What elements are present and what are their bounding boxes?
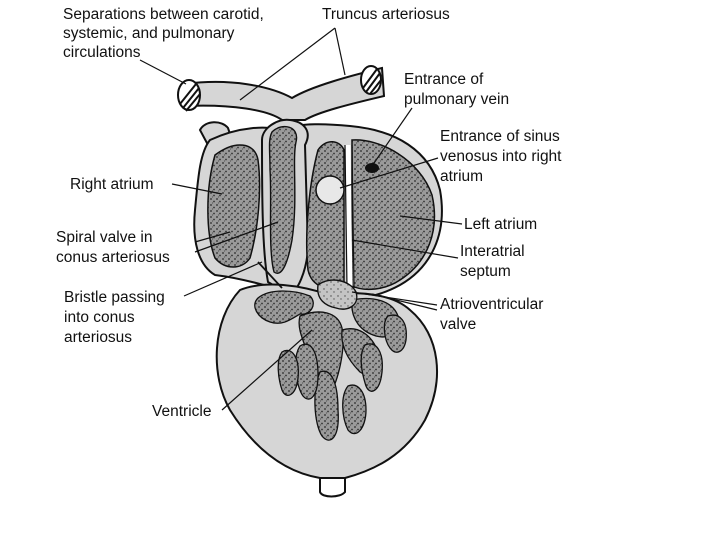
label-pulmonary-vein-line-1: Entrance of (404, 71, 484, 88)
leader-sinus-venosus (339, 157, 439, 189)
ventricle-trabeculae (254, 290, 407, 441)
label-interatrial: Interatrial septum (460, 243, 525, 280)
label-sinus-venosus-line-3: atrium (440, 168, 483, 185)
leader-spiral-valve-2 (194, 221, 279, 253)
label-separations-line-1: Separations between carotid, (63, 6, 264, 23)
label-sinus-venosus-line-2: venosus into right (440, 148, 562, 165)
carotid-cut-right (360, 65, 382, 95)
leader-pulmonary-vein (371, 107, 413, 167)
left-atrium-chamber (351, 139, 436, 291)
av-valve-shape (317, 279, 358, 310)
leader-interatrial (351, 239, 459, 259)
leader-truncus-left (239, 27, 336, 101)
label-spiral-valve-line-1: Spiral valve in (56, 229, 153, 246)
label-sinus-venosus-line-1: Entrance of sinus (440, 128, 560, 145)
label-av-valve-line-2: valve (440, 316, 476, 333)
leader-bristle (183, 261, 263, 297)
label-av-valve: Atrioventricular valve (440, 296, 543, 333)
label-truncus: Truncus arteriosus (322, 6, 450, 23)
leader-lines (139, 27, 463, 411)
leader-truncus-right (334, 27, 346, 76)
truncus-arch (184, 66, 386, 121)
interatrial-septum (345, 144, 353, 289)
leader-right-atrium (171, 183, 223, 195)
right-atrium-chamber (207, 144, 261, 268)
label-sinus-venosus: Entrance of sinus venosus into right atr… (440, 128, 562, 185)
label-pulmonary-vein-line-2: pulmonary vein (404, 91, 509, 108)
label-right-atrium: Right atrium (70, 176, 154, 193)
label-left-atrium: Left atrium (464, 216, 537, 233)
label-spiral-valve-line-2: conus arteriosus (56, 249, 170, 266)
leader-av-valve-2 (371, 293, 438, 311)
label-spiral-valve: Spiral valve in conus arteriosus (56, 229, 170, 266)
leader-ventricle (221, 329, 313, 411)
spiral-valve-shape (268, 125, 298, 274)
label-separations-line-3: circulations (63, 44, 141, 61)
leader-left-atrium (399, 215, 463, 225)
label-bristle: Bristle passing into conus arteriosus (64, 289, 165, 346)
heart-illustration (177, 65, 443, 498)
leader-spiral-valve-1 (194, 231, 231, 243)
carotid-cut-left (177, 79, 201, 111)
label-bristle-line-2: into conus (64, 309, 135, 326)
pulmonary-vein-opening (365, 163, 379, 173)
bristle (257, 261, 283, 289)
label-bristle-line-3: arteriosus (64, 329, 132, 346)
ventricle-stub (319, 477, 346, 498)
label-separations-line-2: systemic, and pulmonary (63, 25, 235, 42)
label-separations: Separations between carotid, systemic, a… (63, 6, 264, 61)
label-interatrial-line-1: Interatrial (460, 243, 525, 260)
leader-separations (139, 59, 187, 85)
sinus-venosus-opening (315, 175, 345, 205)
label-av-valve-line-1: Atrioventricular (440, 296, 543, 313)
leader-av-valve-1 (351, 291, 438, 306)
label-pulmonary-vein: Entrance of pulmonary vein (404, 71, 509, 108)
label-ventricle: Ventricle (152, 403, 211, 420)
label-bristle-line-1: Bristle passing (64, 289, 165, 306)
label-interatrial-line-2: septum (460, 263, 511, 280)
